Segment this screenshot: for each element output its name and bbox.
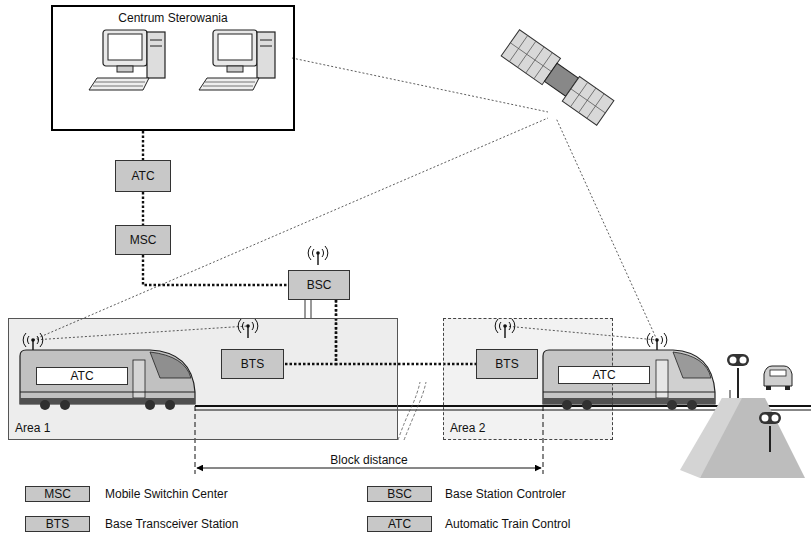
control-center-box: Centrum Sterowania — [51, 5, 295, 131]
node-label: BTS — [495, 357, 518, 371]
train-atc-box: ATC — [558, 366, 650, 384]
train-atc-box: ATC — [36, 367, 128, 385]
node-label: ATC — [70, 369, 93, 383]
link-line — [143, 255, 288, 285]
msc-box: MSC — [115, 225, 171, 255]
legend-abbreviation: BTS — [46, 517, 69, 531]
legend-abbreviation: ATC — [388, 517, 411, 531]
node-label: Area 2 — [450, 421, 485, 435]
bsc-box: BSC — [288, 270, 350, 300]
node-label: BSC — [307, 278, 332, 292]
node-label: Centrum Sterowania — [53, 11, 293, 25]
legend-text: Automatic Train Control — [445, 517, 570, 531]
area-box: Area 1 ATC BTS — [8, 318, 398, 440]
node-label: Area 1 — [15, 421, 50, 435]
bts-box: BTS — [221, 349, 284, 379]
legend-swatch-box: BSC — [367, 486, 432, 502]
node-label: ATC — [592, 368, 615, 382]
link-line — [142, 131, 144, 160]
legend-swatch-box: ATC — [367, 516, 432, 532]
node-label: MSC — [130, 233, 157, 247]
legend-swatch-box: BTS — [25, 516, 90, 532]
legend-text: Base Station Controler — [445, 487, 566, 501]
legend-abbreviation: BSC — [387, 487, 412, 501]
node-label: BTS — [241, 357, 264, 371]
node-label: ATC — [131, 169, 154, 183]
bts-box: BTS — [476, 349, 538, 379]
legend-text: Mobile Switchin Center — [105, 487, 228, 501]
legend-swatch-box: MSC — [25, 486, 90, 502]
link-line — [142, 192, 144, 225]
legend-text: Base Transceiver Station — [105, 517, 238, 531]
dimension-label: Block distance — [327, 453, 410, 467]
legend-abbreviation: MSC — [44, 487, 71, 501]
atc-box: ATC — [115, 160, 171, 192]
